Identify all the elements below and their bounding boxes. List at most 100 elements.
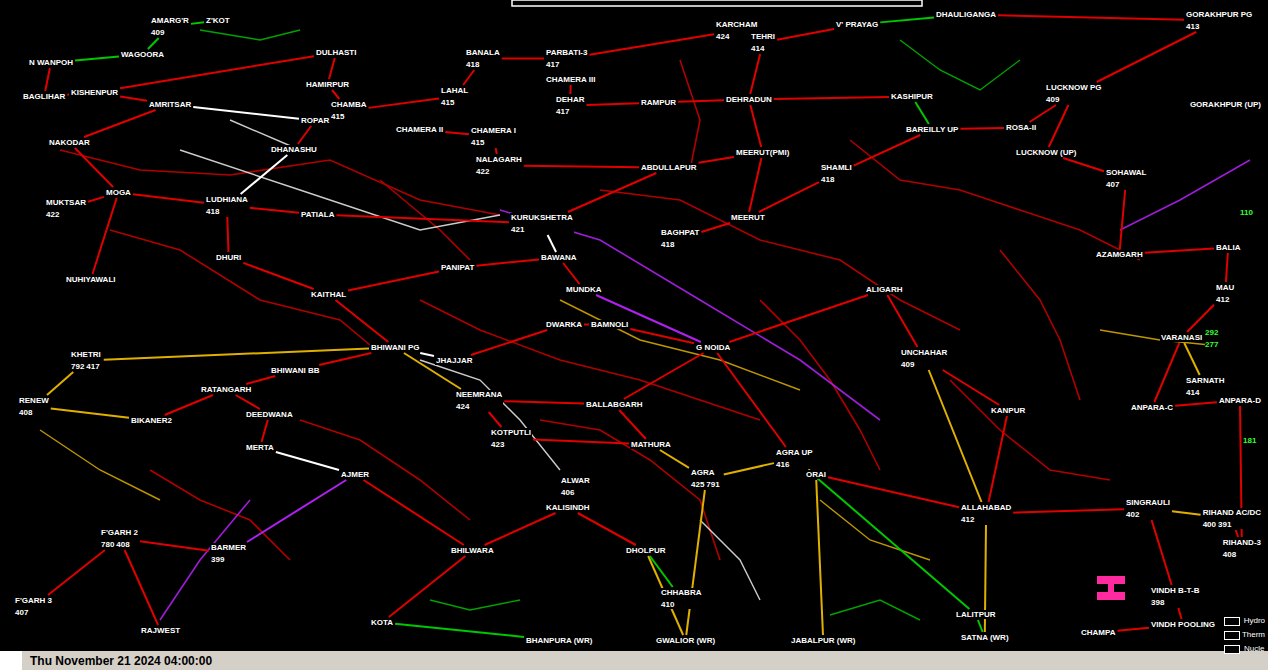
voltage-reading: 424 xyxy=(456,402,469,411)
legend-text: Nucle xyxy=(1244,644,1264,654)
station-name: RENEW xyxy=(19,396,49,405)
voltage-reading: 425 xyxy=(691,480,704,489)
station-name: VARANASI xyxy=(1161,333,1202,342)
transmission-line xyxy=(828,477,959,507)
transmission-line xyxy=(243,263,313,289)
station-name: GWALIOR (WR) xyxy=(656,636,715,645)
transmission-line xyxy=(596,295,701,342)
transmission-line xyxy=(298,126,311,144)
transmission-line xyxy=(880,17,934,22)
transmission-line xyxy=(978,620,983,632)
transmission-line xyxy=(336,215,509,222)
transmission-line xyxy=(1063,158,1104,171)
transmission-line xyxy=(395,624,524,637)
station-name: BARMER xyxy=(211,543,246,552)
station-name: DHOLPUR xyxy=(626,546,666,555)
station-name: ROPAR xyxy=(301,116,329,125)
station-name: WAGOORA xyxy=(121,50,164,59)
substation: ALIGARH xyxy=(865,285,903,294)
voltage-reading: 418 xyxy=(466,60,479,69)
transmission-line xyxy=(584,324,589,326)
transmission-line xyxy=(630,329,694,343)
transmission-line xyxy=(929,370,982,502)
transmission-line xyxy=(241,155,288,194)
transmission-line xyxy=(816,480,823,635)
substation: BHIWANI PG xyxy=(370,343,420,352)
station-name: KHETRI xyxy=(71,350,102,359)
flow-value: 181 xyxy=(1243,436,1256,445)
voltage-reading: 408 xyxy=(1223,550,1236,559)
transmission-line xyxy=(1118,628,1149,631)
substation: CHHABRA410 xyxy=(660,588,702,609)
station-name: DWARKA xyxy=(546,320,582,329)
transmission-line xyxy=(750,105,761,147)
station-name: SHAMLI xyxy=(821,163,852,172)
substation: BAMNOLI xyxy=(590,320,629,329)
station-name: ROSA-II xyxy=(1006,123,1036,132)
substation: NEEMRANA424 xyxy=(455,390,503,411)
station-name: BAMNOLI xyxy=(591,320,628,329)
station-name: NUHIYAWALI xyxy=(66,275,116,284)
station-name: BAWANA xyxy=(541,253,577,262)
substation: DHAULIGANGA xyxy=(935,10,997,19)
station-name: AGRA xyxy=(691,468,722,477)
transmission-line xyxy=(227,217,228,252)
station-name: DULHASTI xyxy=(316,48,356,57)
substation: VARANASI xyxy=(1160,333,1203,342)
substation: KOTPUTLI423 xyxy=(490,428,532,449)
voltage-reading: 421 xyxy=(511,225,524,234)
transmission-line xyxy=(624,353,704,399)
station-name: PANIPAT xyxy=(441,263,474,272)
substation: LAHAL415 xyxy=(440,86,469,107)
transmission-line xyxy=(1030,105,1056,122)
station-name: AMRITSAR xyxy=(149,100,191,109)
transmission-line xyxy=(389,556,466,617)
substation: NUHIYAWALI xyxy=(65,275,117,284)
substation: RIHAND AC/DC400391 xyxy=(1202,508,1262,529)
substation: BIKANER2 xyxy=(130,416,173,425)
transmission-line xyxy=(246,376,275,384)
substation: CHAMBA415 xyxy=(330,100,368,121)
substation: BHIWANI BB xyxy=(270,366,320,375)
transmission-line xyxy=(120,97,147,101)
transmission-line xyxy=(1178,608,1181,619)
substation: KISHENPUR xyxy=(70,88,119,97)
substation: DWARKA xyxy=(545,320,583,329)
station-name: VINDH POOLING xyxy=(1151,620,1215,629)
transmission-line xyxy=(586,103,639,105)
substation: ALWAR406 xyxy=(560,476,591,497)
voltage-reading: 792 xyxy=(71,362,84,371)
station-name: MATHURA xyxy=(631,440,671,449)
transmission-line xyxy=(998,15,1184,19)
substation: KOTA xyxy=(370,618,394,627)
transmission-line xyxy=(48,550,105,595)
station-name: ALWAR xyxy=(561,476,590,485)
substation: MAU412 xyxy=(1215,283,1235,304)
station-name: DHAULIGANGA xyxy=(936,10,996,19)
station-name: BAGLIHAR xyxy=(23,92,65,101)
station-name: LAHAL xyxy=(441,86,468,95)
station-name: BAREILLY UP xyxy=(906,125,958,134)
substation: GORAKHPUR (UP) xyxy=(1189,100,1262,109)
substation: KASHIPUR xyxy=(890,92,934,101)
substation: BHILWARA xyxy=(450,546,495,555)
transmission-line xyxy=(854,135,921,166)
transmission-line xyxy=(701,223,730,232)
station-name: SARNATH xyxy=(1186,376,1225,385)
station-name: GORAKHPUR PG xyxy=(1186,10,1252,19)
substation: PATIALA xyxy=(300,210,335,219)
transmission-line xyxy=(125,550,158,625)
transmission-line xyxy=(729,295,868,342)
transmission-line xyxy=(619,410,646,439)
transmission-line xyxy=(348,271,439,290)
station-name: ANPARA-D xyxy=(1219,396,1261,405)
station-name: NALAGARH xyxy=(476,155,522,164)
station-name: KOTPUTLI xyxy=(491,428,531,437)
station-name: G NOIDA xyxy=(696,343,730,352)
transmission-line xyxy=(943,370,1000,405)
transmission-line xyxy=(1013,509,1124,512)
station-name: AMARG'R xyxy=(151,16,189,25)
station-name: DHURI xyxy=(216,253,241,262)
station-name: JHAJJAR xyxy=(436,356,472,365)
station-name: N WANPOH xyxy=(29,58,73,67)
